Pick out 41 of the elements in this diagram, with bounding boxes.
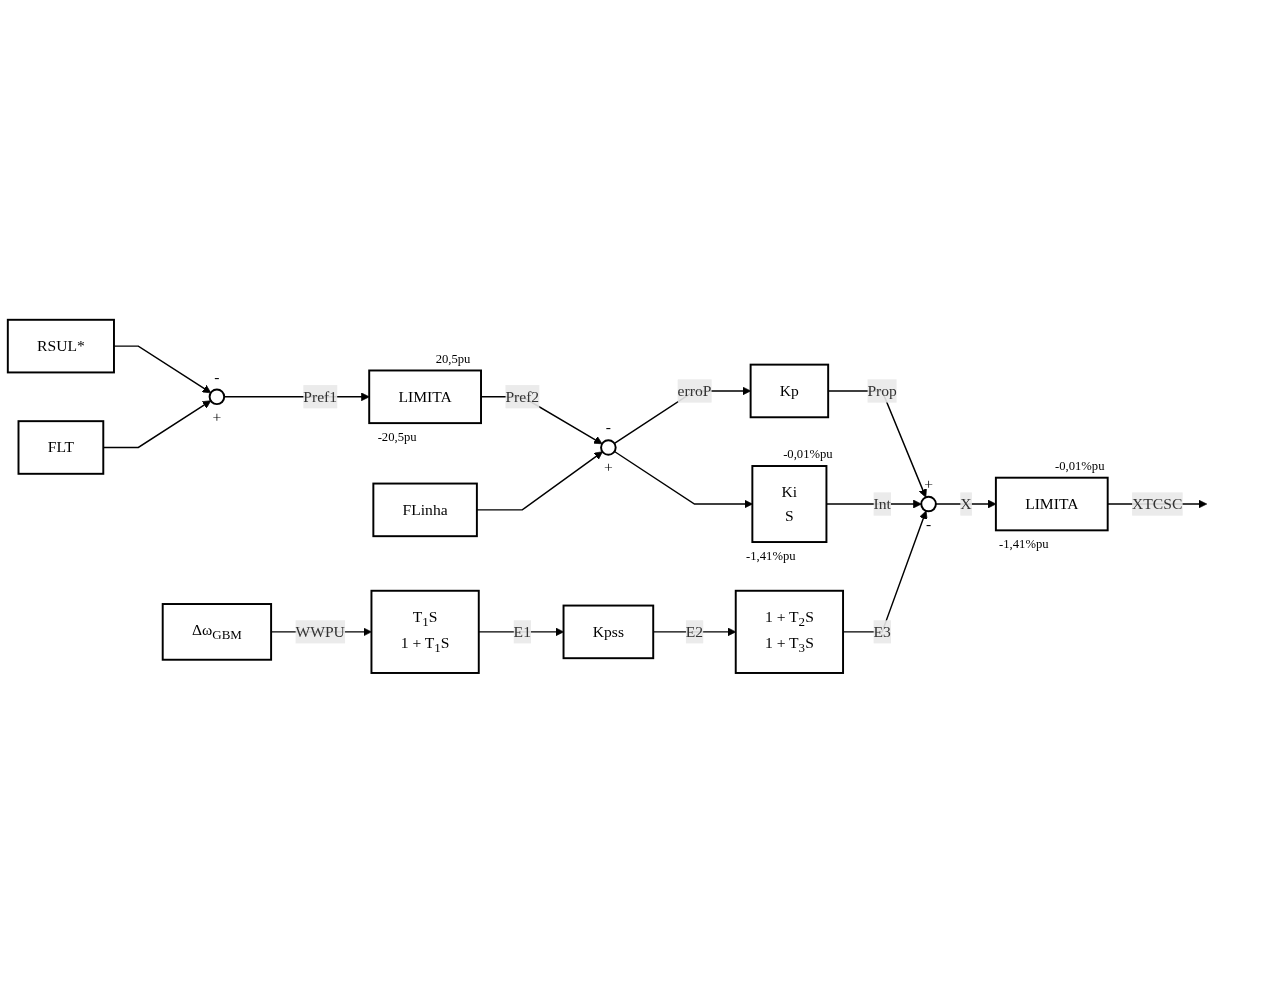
edge-label: XTCSC [1132, 494, 1183, 512]
edge-label: Prop [867, 381, 897, 399]
node-circle [600, 438, 617, 456]
node-box: T$_{1}$S 1 + T$_{1}$S [370, 589, 480, 674]
node-box: LIMITA [368, 369, 482, 424]
node-box: Kp [749, 363, 830, 418]
node-label: - [214, 367, 220, 385]
arrow [476, 451, 603, 511]
edge-label: WWPU [295, 622, 345, 640]
node-label: -0,01%pu [1054, 458, 1105, 473]
edge-label: Pref1 [303, 387, 338, 405]
edge-label: E2 [685, 622, 704, 640]
node-label: + [212, 407, 222, 425]
node-label: -1,41%pu [999, 536, 1049, 551]
edge-label: erroP [677, 381, 712, 399]
arrow [113, 345, 212, 393]
node-label: + [924, 474, 933, 492]
node-label: - [925, 514, 932, 532]
edge-label: E1 [513, 622, 531, 640]
node-box: FLinha [372, 482, 478, 537]
arrow [478, 627, 564, 636]
edge-label: X [960, 494, 972, 512]
node-circle [208, 388, 226, 405]
node-box: 1 + T$_{2}$S 1 + T$_{3}$S [734, 589, 845, 674]
node-label: + [603, 457, 613, 475]
edge-label: E3 [873, 622, 891, 640]
node-box: RSUL* [6, 318, 115, 373]
node-label: -0,01%pu [783, 446, 833, 461]
node-label: - [605, 417, 611, 435]
arrow [613, 450, 753, 508]
node-box: Ki S [751, 464, 828, 543]
node-box: LIMITA [994, 476, 1109, 531]
node-label: -20,5pu [377, 429, 417, 444]
edge-label: Pref2 [505, 387, 540, 405]
node-circle [920, 495, 937, 512]
node-box: FLT [17, 419, 105, 475]
node-label: 20,5pu [435, 351, 471, 366]
node-box: Kpss [562, 604, 655, 659]
node-label: -1,41%pu [746, 548, 796, 563]
edge-label: Int [873, 494, 891, 512]
node-box: Δω$_{GBM}$ [161, 602, 273, 661]
